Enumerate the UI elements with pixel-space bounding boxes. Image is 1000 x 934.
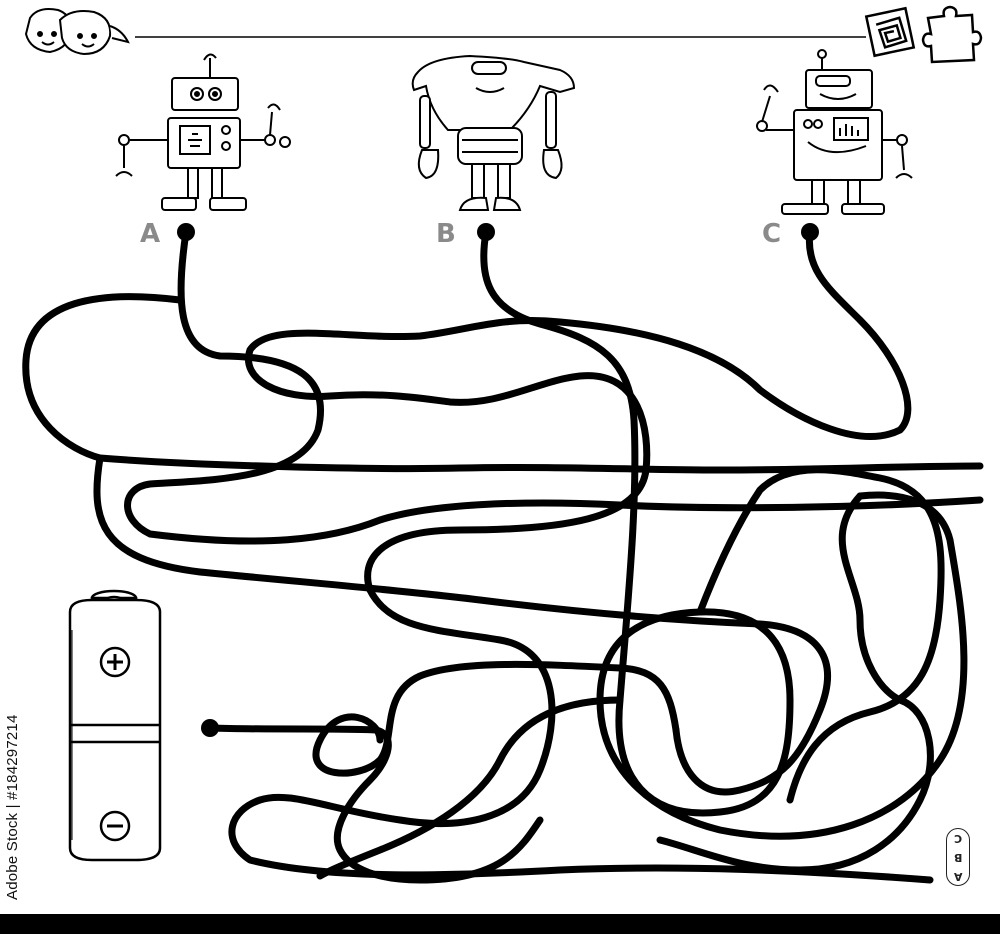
stock-watermark: Adobe Stock | #184297214 [4, 714, 21, 900]
robot-c [756, 49, 913, 215]
spiral-icon [864, 6, 916, 58]
answer-key: C B A [946, 828, 970, 886]
minus-icon [99, 810, 131, 842]
puzzle-piece-icon [921, 5, 983, 64]
letter-c: C [762, 219, 781, 249]
kids-logo-icon [24, 8, 130, 56]
maze-path-extra-2 [93, 454, 831, 796]
answer-key-3: A [953, 869, 963, 883]
robot-icon [115, 53, 291, 211]
plus-icon [99, 646, 131, 678]
maze-path-extra-4 [696, 466, 945, 804]
letter-b: B [436, 219, 456, 249]
robot-b [411, 54, 576, 211]
end-dot-battery[interactable] [201, 719, 219, 737]
maze-path-extra-3 [312, 660, 680, 777]
robot-a [115, 53, 291, 211]
maze-path-extra-5 [656, 492, 934, 874]
battery-icon [68, 589, 162, 862]
maze-path-extra-1 [22, 293, 984, 474]
bottom-bar [0, 914, 1000, 934]
robot-icon [411, 54, 576, 211]
answer-key-1: C [953, 832, 963, 846]
maze-path-a[interactable] [124, 228, 984, 545]
maze-path-extra-7 [206, 724, 544, 884]
answer-key-2: B [953, 850, 963, 864]
maze-paths [22, 228, 984, 884]
maze-path-c[interactable] [228, 228, 934, 884]
robot-icon [756, 49, 913, 215]
letter-a: A [140, 219, 160, 249]
